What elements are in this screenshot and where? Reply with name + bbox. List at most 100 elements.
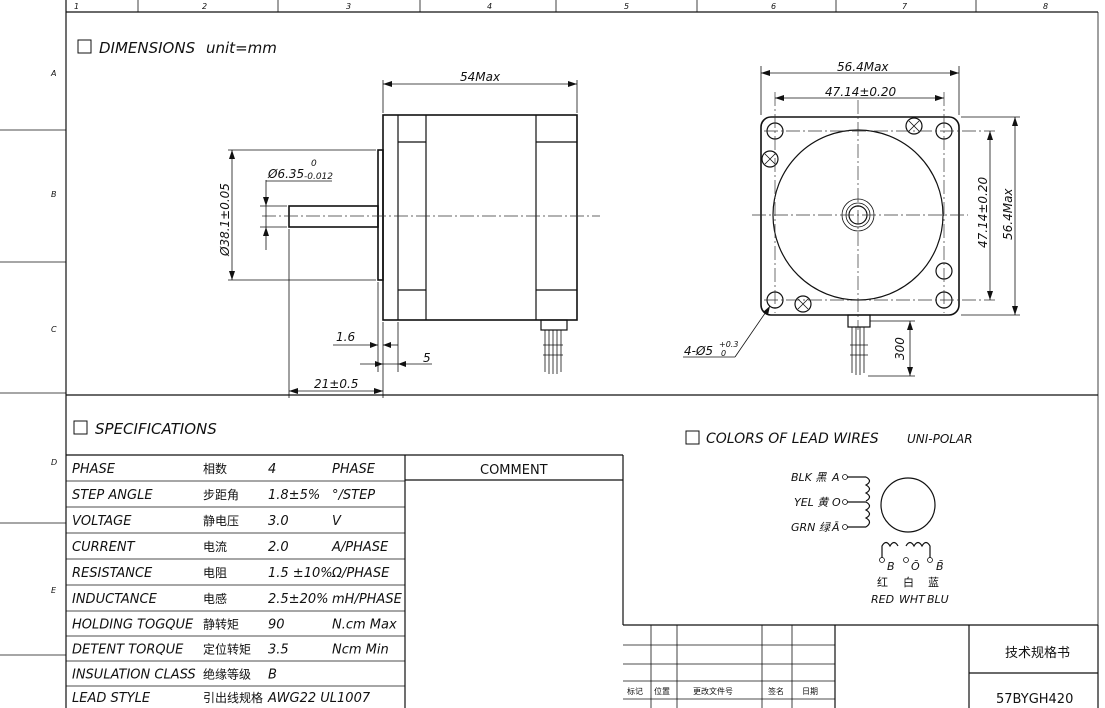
dim-hole-pitch: 47.14±0.20 <box>825 85 896 99</box>
lead-wires-title: COLORS OF LEAD WIRES <box>706 431 879 447</box>
spec-param: CURRENT <box>72 540 136 555</box>
zone-row-d: D <box>51 458 57 467</box>
dim-shaft-dia: Ø6.35 <box>267 167 304 181</box>
spec-cn: 电阻 <box>203 566 227 580</box>
spec-value: 4 <box>268 462 276 477</box>
lead-sig-abar: Ā <box>831 521 840 534</box>
lead-label-yel: YEL 黄 <box>794 496 830 509</box>
zone-row-a: A <box>50 69 56 78</box>
side-lead-wires <box>540 319 568 374</box>
spec-value: 1.8±5% <box>268 488 320 503</box>
lead-wires-mode: UNI-POLAR <box>907 432 973 446</box>
spec-value: B <box>268 668 277 683</box>
spec-value: 3.0 <box>268 514 289 529</box>
dim-holes: 4-Ø5 <box>684 344 713 358</box>
spec-cn: 步距角 <box>203 488 239 502</box>
dim-shaft-len: 21±0.5 <box>314 377 358 391</box>
lead-sig-b: B <box>887 560 895 573</box>
lead-sig-bbar: B̄ <box>936 560 944 573</box>
dim-boss-dia: Ø38.1±0.05 <box>218 183 232 257</box>
zone-row-e: E <box>51 586 57 595</box>
spec-value: 90 <box>268 618 285 633</box>
lead-sig-obar: Ō <box>911 560 920 573</box>
lead-cn-blu: 蓝 <box>928 576 939 589</box>
spec-cn: 静转矩 <box>203 617 239 632</box>
spec-cn: 静电压 <box>203 514 239 528</box>
dim-boss-len: 1.6 <box>336 330 355 344</box>
specifications-header: SPECIFICATIONS <box>73 420 217 438</box>
dimensions-unit: unit=mm <box>206 39 277 57</box>
zone-row-b: B <box>51 190 57 199</box>
front-lead-wires <box>847 314 871 375</box>
spec-param: PHASE <box>72 462 116 477</box>
spec-unit: V <box>332 514 342 529</box>
spec-table: COMMENT <box>66 454 624 708</box>
zone-col-5: 5 <box>624 2 629 11</box>
doc-title: 技术规格书 <box>1005 645 1070 661</box>
spec-param: VOLTAGE <box>72 514 132 529</box>
spec-param: HOLDING TOGQUE <box>72 618 194 633</box>
lead-cn-wht: 白 <box>903 575 914 589</box>
spec-unit: N.cm Max <box>332 618 397 633</box>
dim-width: 56.4Max <box>837 60 889 74</box>
spec-param: INSULATION CLASS <box>72 668 196 683</box>
spec-unit: Ω/PHASE <box>331 566 390 581</box>
spec-value: AWG22 UL1007 <box>267 691 371 706</box>
spec-param: INDUCTANCE <box>72 592 158 607</box>
spec-cn: 相数 <box>203 461 227 476</box>
title-block: 标记 位置 更改文件号 签名 日期 技术规格书 57BYGH420 <box>623 624 1099 708</box>
dimensions-header: DIMENSIONS unit=mm <box>77 39 277 57</box>
spec-unit: Ncm Min <box>332 643 389 658</box>
spec-cn: 电流 <box>203 540 227 554</box>
zone-col-7: 7 <box>902 2 908 11</box>
dimensions-checkbox <box>77 39 92 54</box>
front-view: 56.4Max 47.14±0.20 47.14±0.20 56.4Max 30… <box>683 60 1020 377</box>
zone-col-3: 3 <box>346 2 351 11</box>
lead-label-blk: BLK 黑 <box>791 471 827 484</box>
dim-height: 56.4Max <box>1001 188 1015 240</box>
spec-cn: 引出线规格 <box>203 690 263 705</box>
dim-holes-tol-upper: +0.3 <box>719 340 738 349</box>
zone-col-4: 4 <box>487 2 492 11</box>
lead-sig-o: O <box>832 496 841 509</box>
lead-en-blu: BLU <box>927 593 949 606</box>
side-view: 54Max Ø38.1±0.05 Ø6.35 0 -0.012 1.6 5 21… <box>218 70 600 398</box>
spec-unit: A/PHASE <box>331 540 389 555</box>
spec-param: LEAD STYLE <box>72 691 151 706</box>
dim-lead-len: 300 <box>893 337 907 360</box>
spec-unit: mH/PHASE <box>332 592 403 607</box>
lead-sig-a: A <box>831 471 840 484</box>
zone-col-1: 1 <box>74 2 79 11</box>
spec-value: 3.5 <box>268 643 289 658</box>
lead-en-wht: WHT <box>899 593 926 606</box>
spec-unit: °/STEP <box>332 488 375 503</box>
rev-header-document: 更改文件号 <box>693 686 733 696</box>
spec-param: DETENT TORQUE <box>72 643 184 658</box>
zone-col-8: 8 <box>1043 2 1048 11</box>
model-number: 57BYGH420 <box>996 692 1073 707</box>
dimensions-title: DIMENSIONS <box>99 39 196 57</box>
dim-hole-pitch-v: 47.14±0.20 <box>976 177 990 248</box>
dim-flange: 5 <box>423 351 431 365</box>
motor-symbol <box>880 477 936 533</box>
spec-value: 2.0 <box>268 540 289 555</box>
rev-header-signature: 签名 <box>768 686 784 696</box>
spec-cn: 定位转矩 <box>203 642 251 657</box>
dim-shaft-tol-upper: 0 <box>311 159 317 169</box>
rev-header-mark: 标记 <box>627 686 643 696</box>
spec-unit: PHASE <box>332 462 376 477</box>
zone-col-6: 6 <box>771 2 776 11</box>
zone-col-2: 2 <box>202 2 207 11</box>
specifications-checkbox <box>73 420 88 435</box>
dim-length: 54Max <box>460 70 501 84</box>
lead-en-red: RED <box>871 593 894 606</box>
spec-value: 2.5±20% <box>268 592 328 607</box>
lead-wires-checkbox <box>685 430 700 445</box>
spec-cn: 电感 <box>203 591 227 606</box>
comment-header: COMMENT <box>480 463 548 478</box>
lead-wires-section: COLORS OF LEAD WIRES UNI-POLAR BLK 黑 A Y… <box>685 430 973 606</box>
front-screws <box>761 117 923 313</box>
